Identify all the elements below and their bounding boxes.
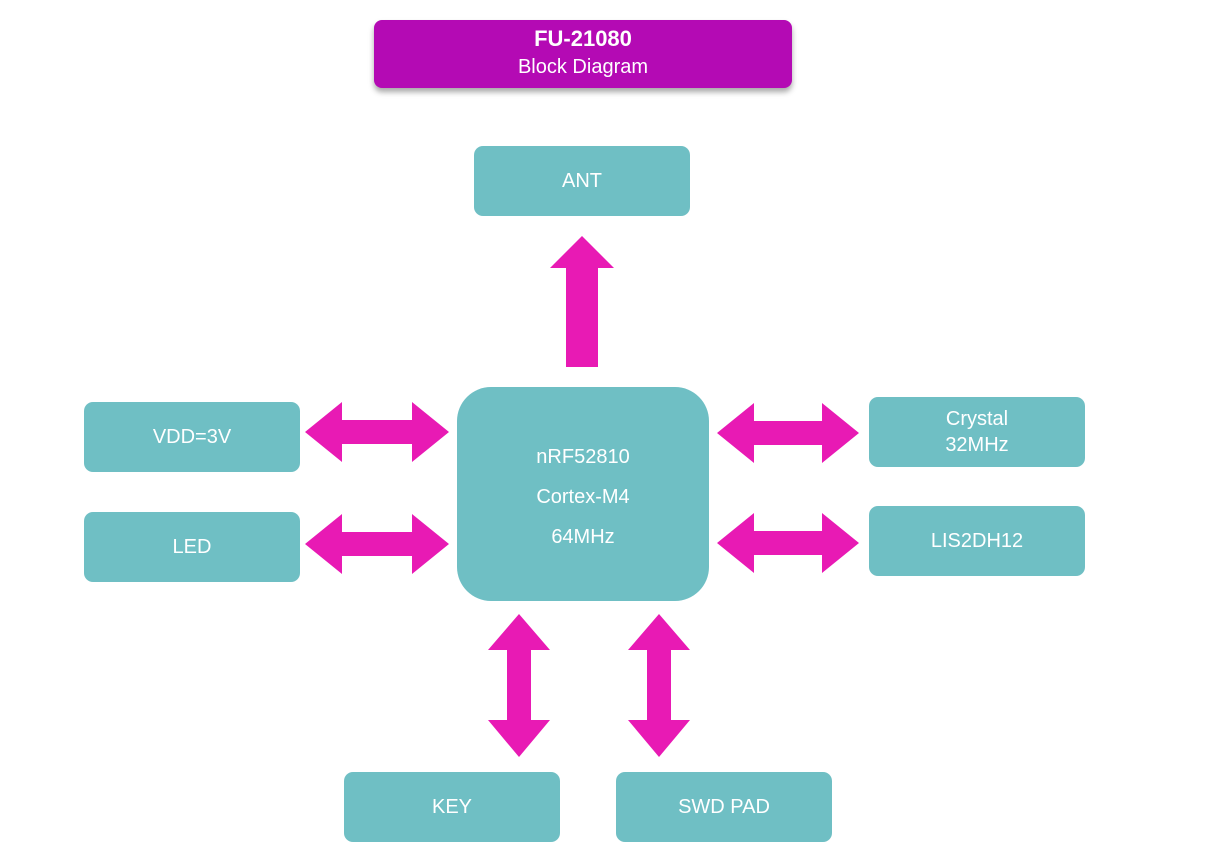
arrow-chip-key <box>488 614 550 757</box>
diagram-title-box: FU-21080 Block Diagram <box>374 20 792 88</box>
block-key-label: KEY <box>431 796 473 818</box>
chip-core: Cortex-M4 <box>536 486 630 508</box>
arrow-led-chip <box>305 514 449 574</box>
diagram-title: FU-21080 <box>534 26 632 51</box>
diagram-subtitle: Block Diagram <box>517 56 649 78</box>
mcu-chip-block: nRF52810 Cortex-M4 64MHz <box>457 387 709 601</box>
block-swd-pad: SWD PAD <box>616 772 832 842</box>
block-ant-label: ANT <box>562 170 602 192</box>
arrow-chip-to-ant <box>550 236 614 367</box>
block-led: LED <box>84 512 300 582</box>
block-ant: ANT <box>474 146 690 216</box>
block-crystal-label-line2: 32MHz <box>945 434 1009 456</box>
block-accelerometer: LIS2DH12 <box>869 506 1085 576</box>
block-led-label: LED <box>172 536 212 558</box>
block-crystal-label-line1: Crystal <box>945 408 1009 430</box>
arrow-chip-crystal <box>717 403 859 463</box>
arrow-vdd-chip <box>305 402 449 462</box>
arrow-chip-accelerometer <box>717 513 859 573</box>
arrow-chip-swd <box>628 614 690 757</box>
chip-model: nRF52810 <box>536 446 630 468</box>
block-accelerometer-label: LIS2DH12 <box>930 530 1024 552</box>
block-crystal: Crystal 32MHz <box>869 397 1085 467</box>
block-swd-pad-label: SWD PAD <box>678 796 770 818</box>
block-vdd-label: VDD=3V <box>152 426 232 448</box>
chip-clock: 64MHz <box>551 526 615 548</box>
block-key: KEY <box>344 772 560 842</box>
block-vdd: VDD=3V <box>84 402 300 472</box>
